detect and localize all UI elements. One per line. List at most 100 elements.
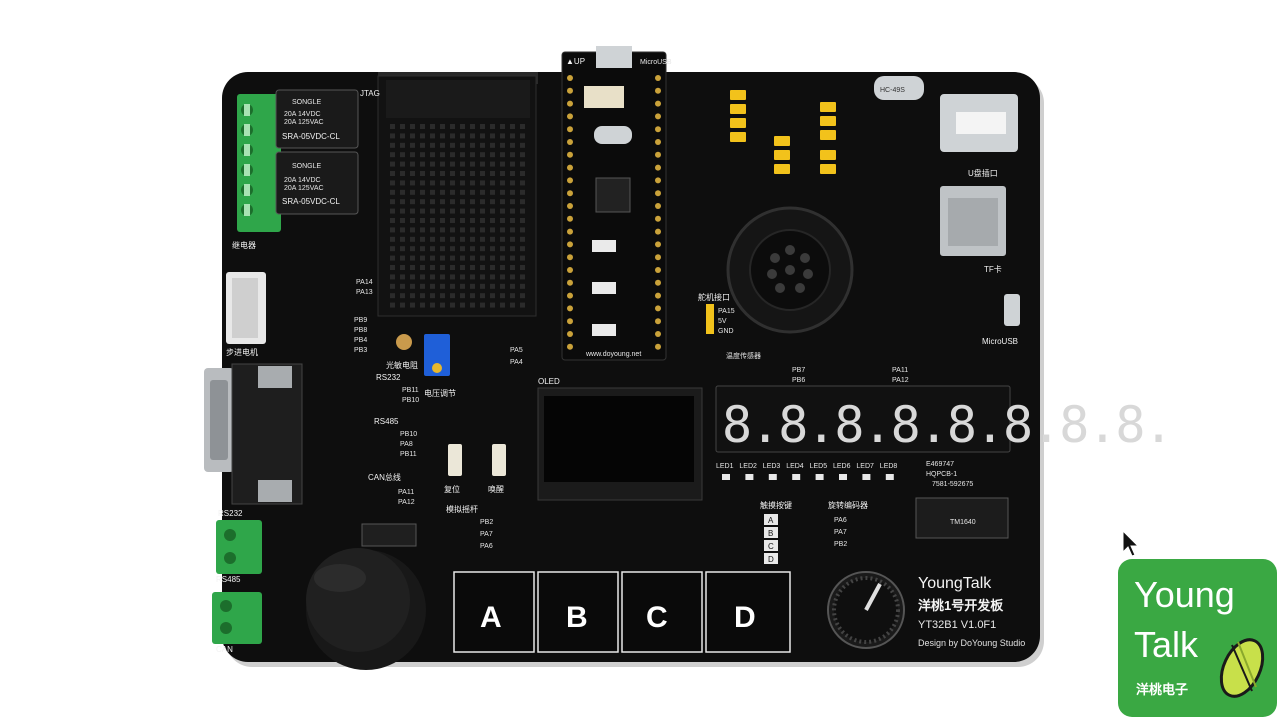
mcu-pin [567, 164, 573, 171]
usb-port-label: U盘插口 [968, 168, 998, 178]
jumper-cap[interactable] [820, 102, 836, 112]
proto-hole [460, 302, 465, 308]
touch-key-c[interactable]: C [621, 571, 703, 653]
mcu-pin [655, 292, 661, 299]
proto-hole [400, 265, 405, 270]
touch-pin-label: D [768, 555, 774, 564]
jumper-cap[interactable] [730, 90, 746, 100]
rotary-encoder-knob[interactable] [827, 571, 905, 649]
proto-hole [470, 293, 475, 299]
i2c-pin-1: PB7 [792, 367, 805, 374]
proto-hole [430, 189, 435, 195]
mcu-pin [655, 75, 661, 81]
jumper-cap[interactable] [820, 116, 836, 126]
touch-key-b[interactable]: B [537, 571, 619, 653]
stepper-pin-1: PB9 [354, 317, 367, 324]
mcu-pin [567, 331, 573, 337]
jumper-cap[interactable] [730, 118, 746, 128]
proto-hole [430, 246, 435, 252]
proto-hole [520, 124, 525, 129]
proto-hole [390, 199, 395, 205]
proto-hole [520, 152, 525, 158]
proto-hole [430, 274, 435, 280]
proto-hole [400, 274, 405, 280]
stepper-connector [226, 272, 266, 344]
joystick[interactable] [306, 523, 426, 670]
touch-key-a[interactable]: A [453, 571, 535, 653]
jumper-cap[interactable] [730, 104, 746, 114]
proto-hole [390, 255, 395, 261]
jumper-cap[interactable] [820, 150, 836, 160]
proto-hole [480, 171, 485, 176]
db9-connector [204, 363, 303, 505]
jumper-cap[interactable] [730, 132, 746, 142]
proto-hole [410, 208, 415, 214]
mcu-pin [567, 126, 573, 133]
proto-hole [430, 199, 435, 205]
proto-hole [440, 171, 445, 176]
proto-hole [410, 236, 415, 242]
touch-key-a-label: A [480, 601, 502, 634]
proto-hole [390, 227, 395, 233]
servo-header[interactable] [706, 304, 714, 334]
jumper-cap[interactable] [774, 136, 790, 146]
proto-hole [520, 142, 525, 148]
mcu-pin [655, 113, 661, 120]
rs485-pin-3: PB11 [400, 451, 417, 458]
proto-hole [520, 218, 525, 223]
proto-hole [420, 218, 425, 223]
jumper-cap[interactable] [820, 164, 836, 174]
servo-pin-3: GND [718, 328, 734, 335]
touch-pin-box [764, 514, 778, 525]
proto-hole [410, 283, 415, 289]
proto-hole [420, 133, 425, 139]
led [862, 474, 871, 480]
proto-hole [500, 265, 505, 270]
proto-hole [510, 246, 515, 252]
proto-hole [420, 171, 425, 176]
proto-hole [410, 133, 415, 139]
proto-hole [430, 236, 435, 242]
stepper-pin-2: PB8 [354, 327, 367, 334]
proto-hole [510, 302, 515, 308]
mcu-pin [567, 254, 573, 261]
touch-key-d[interactable]: D [705, 571, 791, 653]
wake-button[interactable] [492, 444, 506, 476]
reset-button[interactable] [448, 444, 462, 476]
proto-hole [420, 161, 425, 167]
mcu-pin [567, 279, 573, 286]
e-code: E469747 [926, 461, 954, 468]
proto-hole [400, 161, 405, 167]
voltage-potentiometer[interactable] [424, 334, 450, 376]
proto-hole [460, 171, 465, 176]
voltage-adjust-label: 电压调节 [424, 388, 456, 398]
jumper-cap[interactable] [820, 130, 836, 140]
led [722, 474, 730, 480]
encoder-pin-3: PB2 [834, 541, 847, 548]
joystick-pin-2: PA7 [480, 531, 493, 538]
mcu-pin [655, 241, 661, 248]
proto-hole [490, 161, 495, 167]
proto-hole [420, 246, 425, 252]
reset-label: 复位 [444, 484, 460, 494]
touch-pin-label: B [768, 529, 773, 538]
proto-hole [470, 208, 475, 214]
proto-hole [450, 152, 455, 158]
proto-hole [450, 208, 455, 214]
relay-1-brand: SONGLE [292, 99, 322, 106]
mcu-pin [655, 126, 661, 133]
jumper-array[interactable] [730, 90, 836, 174]
proto-hole [470, 152, 475, 158]
proto-hole [480, 255, 485, 261]
proto-hole [390, 189, 395, 195]
proto-hole [500, 142, 505, 148]
rs485-pin-2: PA8 [400, 441, 413, 448]
mcu-pin [567, 343, 573, 350]
jumper-cap[interactable] [774, 164, 790, 174]
proto-hole [520, 208, 525, 214]
mcu-core-board [561, 46, 667, 361]
proto-hole [450, 124, 455, 129]
proto-hole [490, 199, 495, 205]
proto-hole [520, 302, 525, 308]
jumper-cap[interactable] [774, 150, 790, 160]
